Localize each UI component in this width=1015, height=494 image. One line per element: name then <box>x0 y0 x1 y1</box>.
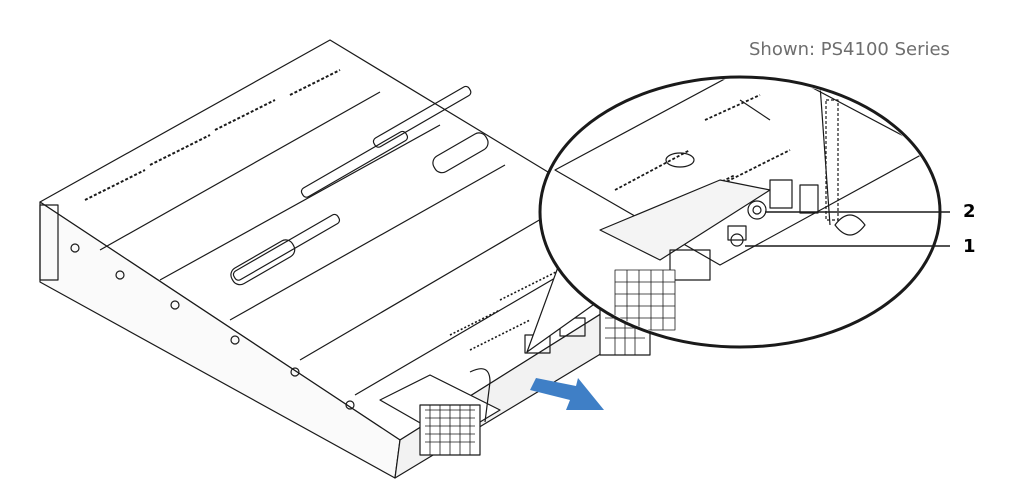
cover-ribs <box>230 85 489 286</box>
controller-module <box>379 269 586 456</box>
vent-strips <box>84 69 341 201</box>
series-caption: Shown: PS4100 Series <box>749 39 950 60</box>
removal-direction-arrow-icon <box>530 378 604 410</box>
callout-label-2: 2 <box>963 201 976 222</box>
callout-label-1: 1 <box>963 236 976 257</box>
front-bezel <box>39 204 355 410</box>
magnified-detail <box>538 75 942 349</box>
